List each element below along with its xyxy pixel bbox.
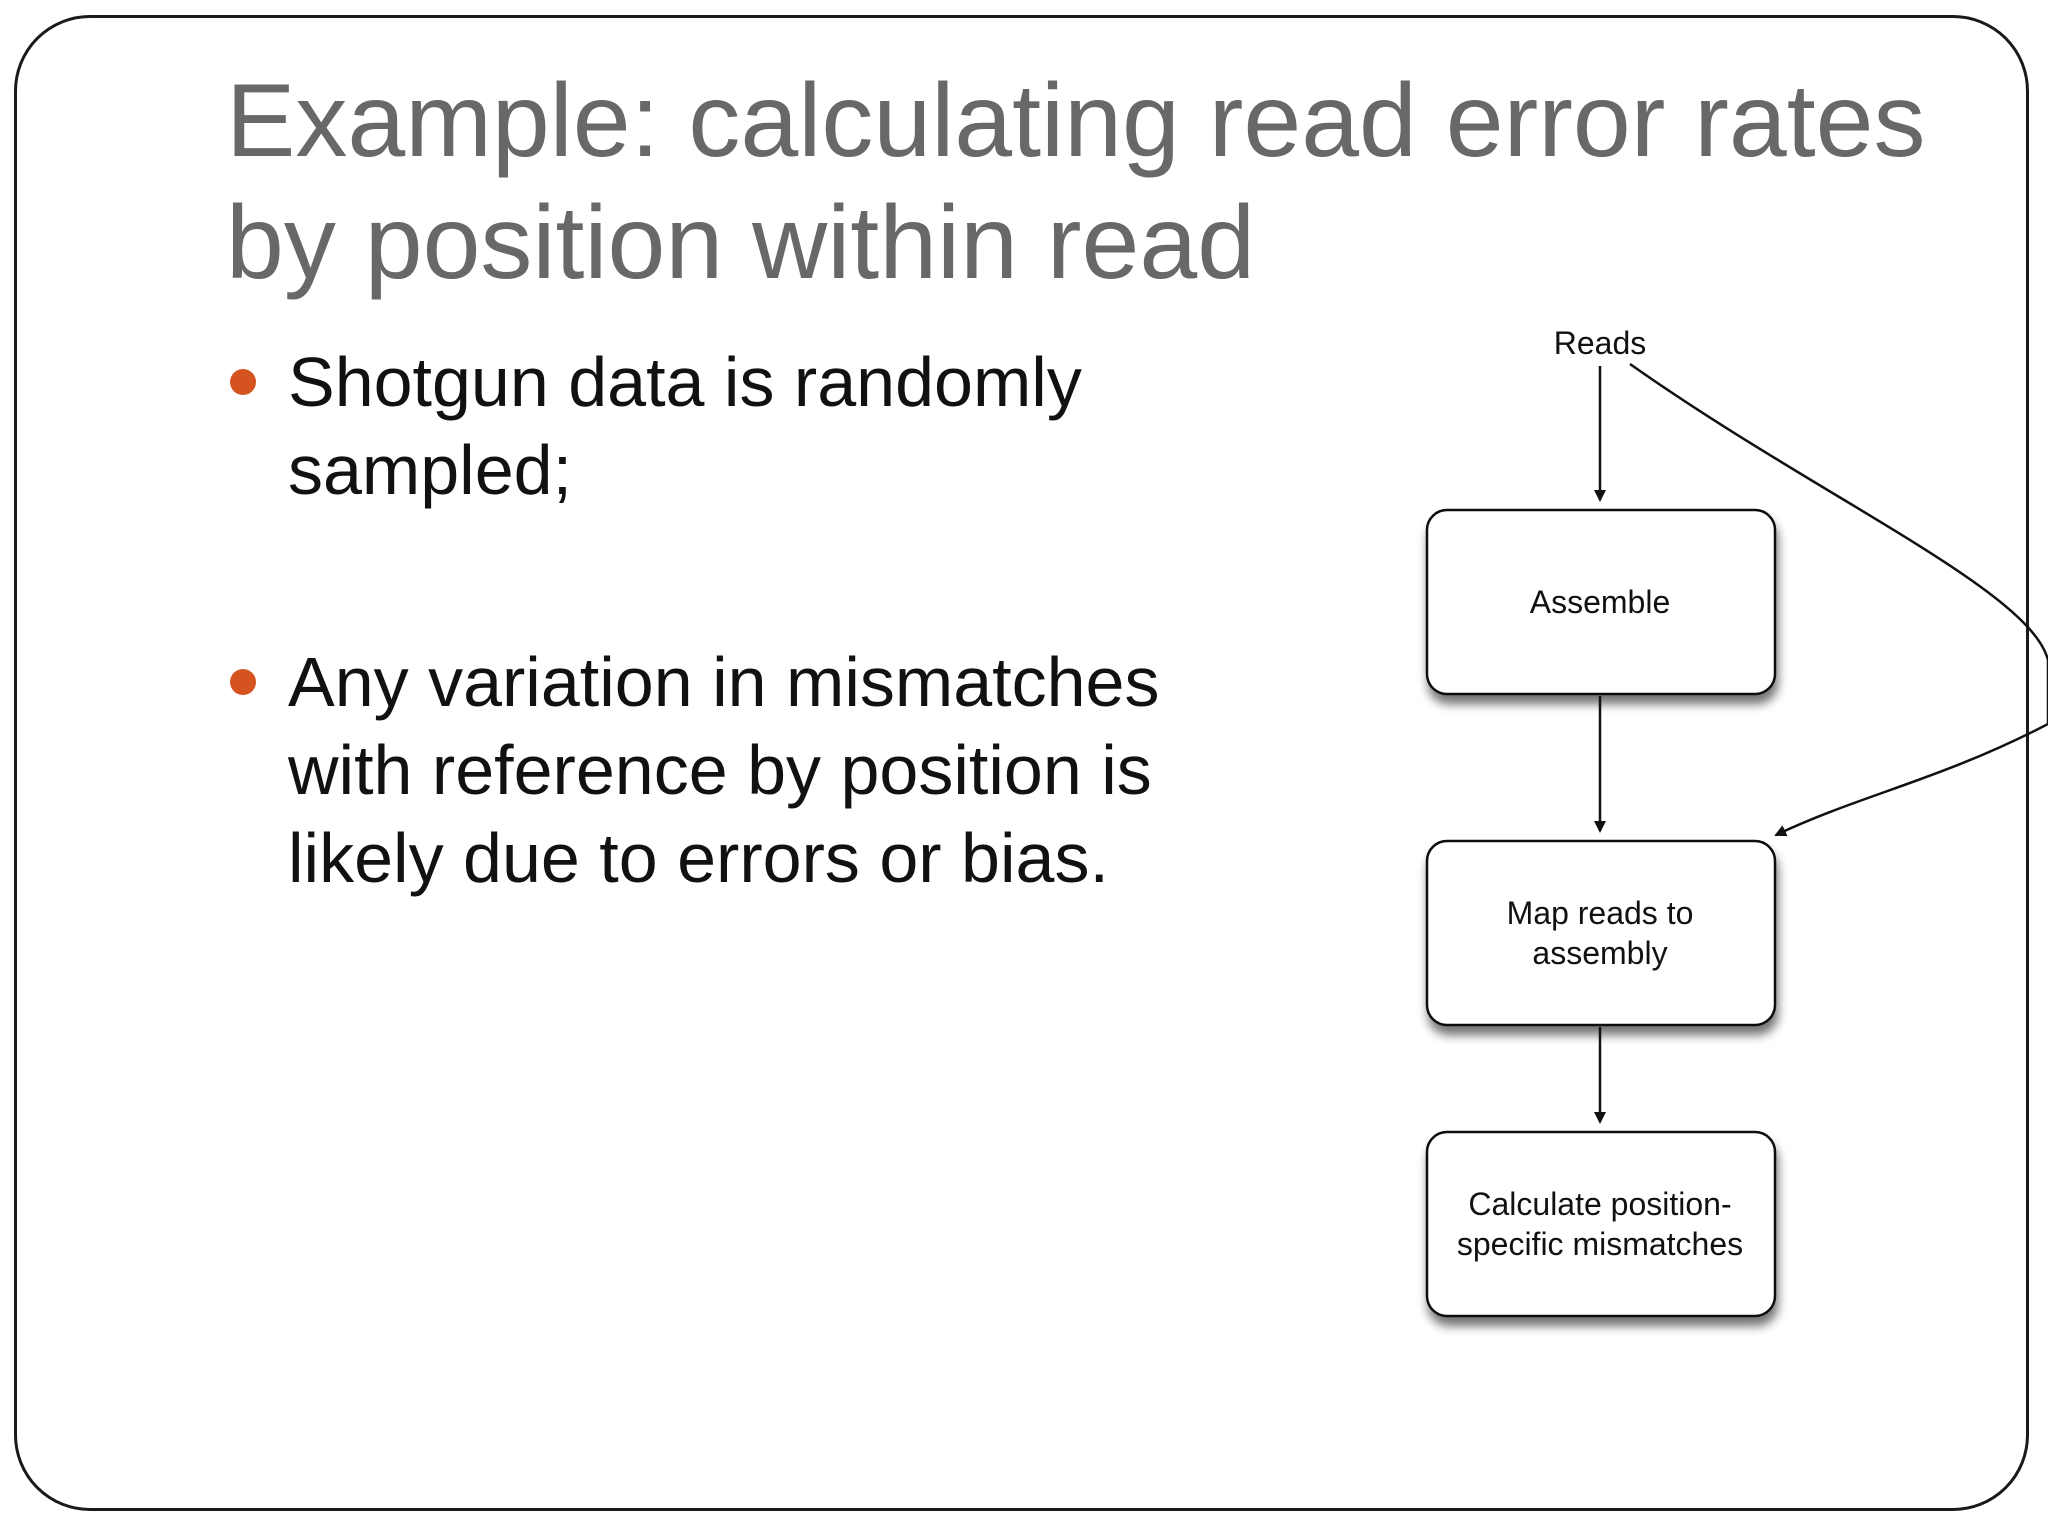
bullet-1-line-2: sampled; <box>288 431 573 509</box>
bullet-list: Shotgun data is randomly sampled; Any va… <box>226 338 1286 902</box>
slide-title: Example: calculating read error rates by… <box>226 60 1986 304</box>
bullet-item-2: Any variation in mismatches with referen… <box>226 638 1286 902</box>
bullet-1-line-1: Shotgun data is randomly <box>288 343 1082 421</box>
bullet-2-line-3: likely due to errors or bias. <box>288 819 1109 897</box>
bullet-item-1: Shotgun data is randomly sampled; <box>226 338 1286 514</box>
bullet-dot-icon <box>230 669 256 695</box>
bullet-2-line-2: with reference by position is <box>288 731 1152 809</box>
slide-title-line-2: by position within read <box>226 185 1256 301</box>
bullet-2-line-1: Any variation in mismatches <box>288 643 1160 721</box>
slide-title-line-1: Example: calculating read error rates <box>226 63 1926 179</box>
bullet-dot-icon <box>230 369 256 395</box>
